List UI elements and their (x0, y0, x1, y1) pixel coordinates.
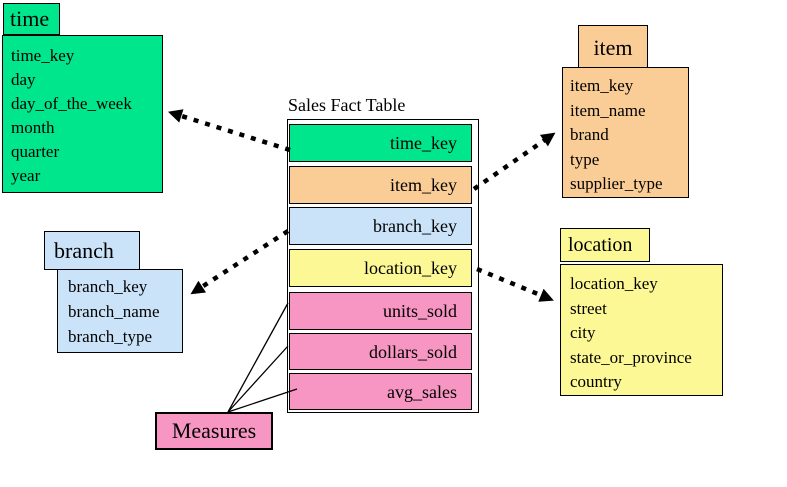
item-field: brand (570, 125, 609, 144)
fact-row-avg-sales: avg_sales (289, 373, 472, 410)
fact-row-branch-key: branch_key (289, 207, 472, 245)
arrow-fact-to-time (167, 109, 291, 153)
fact-row-item-key: item_key (289, 166, 472, 204)
arrow-fact-to-item (472, 132, 556, 191)
line-measures-dollars-sold (227, 345, 289, 413)
time-table-title: time (3, 3, 60, 35)
line-measures-units-sold (227, 302, 289, 413)
location-field: location_key (570, 274, 658, 293)
measures-label-box: Measures (155, 412, 273, 450)
location-field: country (570, 372, 622, 391)
item-field: item_key (570, 76, 634, 95)
fact-table-title: Sales Fact Table (288, 95, 406, 115)
location-field: city (570, 323, 596, 342)
branch-table-body: branch_key branch_name branch_type (57, 269, 183, 353)
location-field: street (570, 298, 607, 318)
item-table-title: item (578, 25, 648, 68)
item-field: item_name (570, 100, 646, 120)
time-field: month (11, 118, 55, 137)
fact-row-units-sold: units_sold (289, 292, 472, 330)
item-field: type (570, 149, 600, 169)
fact-row-dollars-sold: dollars_sold (289, 333, 472, 370)
location-field: state_or_province (570, 347, 692, 367)
time-field: day_of_the_week (11, 94, 132, 113)
fact-row-time-key: time_key (289, 124, 472, 162)
branch-field: branch_type (68, 327, 153, 346)
time-field: day (11, 70, 36, 89)
branch-field: branch_key (68, 277, 148, 296)
item-table-body: item_key item_name brand type supplier_t… (562, 67, 689, 198)
time-field: year (11, 166, 41, 185)
arrow-fact-to-location (476, 266, 554, 302)
branch-field: branch_name (68, 302, 160, 321)
fact-table: time_key item_key branch_key location_ke… (287, 119, 479, 413)
time-field: quarter (11, 142, 60, 161)
branch-table-title: branch (44, 231, 140, 270)
time-field: time_key (11, 46, 75, 65)
fact-row-location-key: location_key (289, 249, 472, 287)
time-table-body: time_key day day_of_the_week month quart… (2, 35, 163, 193)
location-table-title: location (560, 228, 650, 262)
location-table-body: location_key street city state_or_provin… (560, 264, 723, 396)
item-field: supplier_type (570, 174, 663, 193)
arrow-fact-to-branch (190, 229, 290, 295)
